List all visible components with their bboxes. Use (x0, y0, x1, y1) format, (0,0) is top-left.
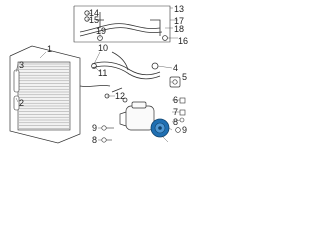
callout-7: 7 (173, 107, 178, 117)
callout-19: 19 (96, 26, 106, 36)
callout-3: 3 (19, 60, 24, 70)
condenser-assembly (9, 45, 81, 144)
callout-8: 8 (173, 117, 178, 127)
callout-9b: 9 (92, 123, 97, 133)
parts-diagram: 1 13 14 15 17 18 16 19 10 11 3 2 12 4 5 … (0, 0, 200, 147)
compressor (119, 101, 155, 131)
callout-4: 4 (173, 63, 178, 73)
condenser-fins (19, 63, 69, 129)
group-frame-13 (73, 5, 171, 43)
callout-15: 15 (89, 15, 99, 25)
hardware (101, 97, 186, 143)
callout-17: 17 (174, 16, 184, 26)
callout-11: 11 (98, 68, 107, 78)
refrigerant-lines-upper (79, 10, 168, 41)
callout-6: 6 (173, 95, 178, 105)
clutch-pulley (150, 118, 170, 138)
diagram-canvas: 1 13 14 15 17 18 16 19 10 11 3 2 12 4 5 … (9, 4, 188, 145)
callout-10: 10 (98, 43, 108, 53)
callout-18: 18 (174, 24, 184, 34)
callout-8b: 8 (92, 135, 97, 145)
callout-2: 2 (19, 98, 24, 108)
callout-13: 13 (174, 4, 184, 14)
callout-16: 16 (178, 36, 188, 46)
mount-bracket (169, 76, 181, 88)
leader-lines (15, 7, 181, 143)
callout-12: 12 (115, 91, 125, 101)
callout-9: 9 (182, 125, 187, 135)
callout-14: 14 (89, 8, 99, 18)
callout-1: 1 (47, 44, 52, 54)
receiver-drier (13, 69, 20, 111)
callout-5: 5 (182, 72, 187, 82)
